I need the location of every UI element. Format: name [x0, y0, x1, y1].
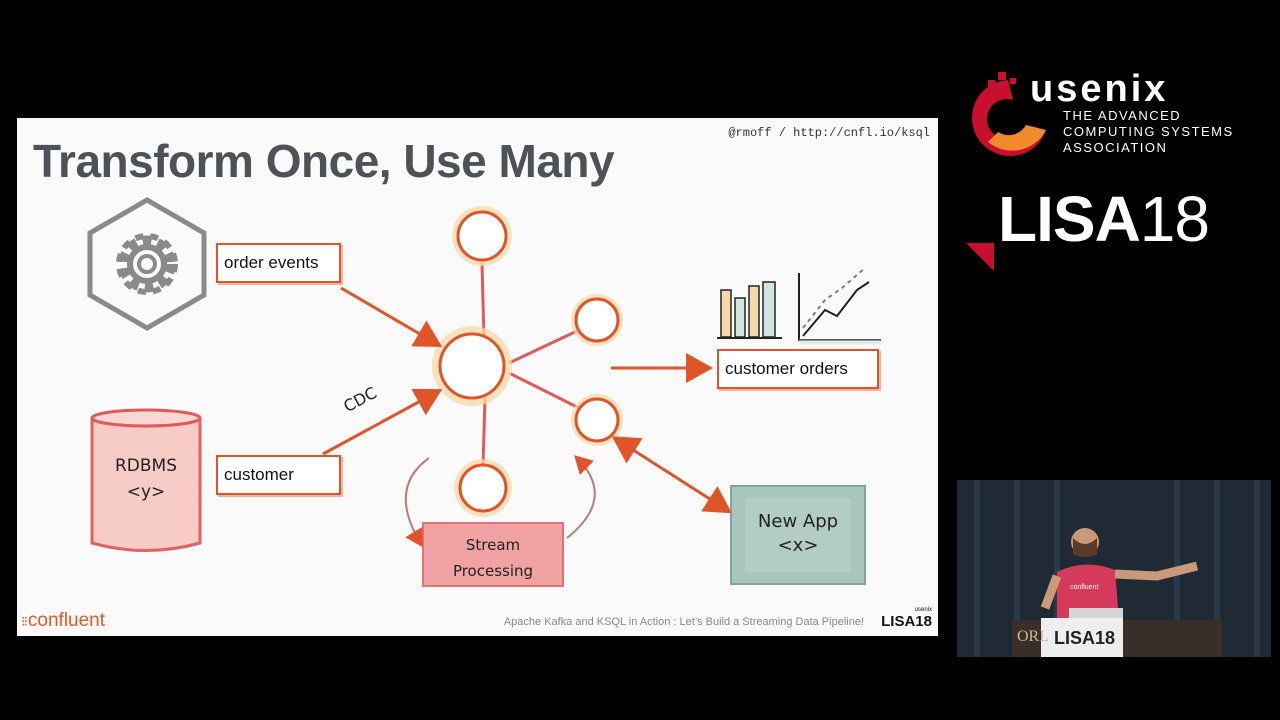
- speaker-shirt-text: confluent: [1070, 584, 1099, 591]
- footer-lisa-logo: usenix LISA18: [881, 607, 932, 630]
- new-app-sub: <x>: [777, 535, 819, 556]
- speaker-video: confluent ORL LISA18: [957, 480, 1271, 657]
- diagram-canvas: [87, 197, 881, 587]
- new-app-label: New App <x>: [731, 510, 865, 558]
- podium-background-text: ORL: [1017, 628, 1049, 645]
- confluent-mark-icon: ⁝⁝: [21, 612, 28, 629]
- rdbms-title: RDBMS: [114, 456, 178, 476]
- usenix-tag-line1: THE ADVANCED: [1063, 108, 1182, 123]
- footer-lisa-small: usenix: [914, 607, 932, 613]
- usenix-wordmark: usenix: [1030, 68, 1169, 110]
- usenix-tag-line3: ASSOCIATION: [1063, 140, 1168, 155]
- dashboard-chart-icon: [717, 267, 881, 345]
- usenix-tag-line2: COMPUTING SYSTEMS: [1063, 124, 1234, 139]
- rdbms-sub: <y>: [126, 481, 166, 502]
- app-gear-icon: [87, 197, 207, 331]
- flow-arrows: [322, 286, 733, 514]
- stream-processing-line2: Processing: [452, 562, 534, 580]
- lisa-bold-text: LISA: [998, 183, 1141, 255]
- stream-processing-label: Stream Processing: [423, 532, 563, 584]
- lisa-corner-icon: [966, 243, 994, 271]
- customer-orders-label: customer orders: [717, 349, 879, 389]
- rdbms-cylinder-icon: [90, 408, 202, 552]
- usenix-tagline: THE ADVANCED COMPUTING SYSTEMS ASSOCIATI…: [1063, 108, 1234, 156]
- lisa18-logo: LISA18: [998, 182, 1210, 256]
- customer-label: customer: [216, 455, 341, 495]
- confluent-logo: ⁝⁝ confluent: [21, 610, 105, 632]
- podium-lisa-text: LISA18: [1054, 628, 1116, 648]
- slide: Transform Once, Use Many @rmoff / http:/…: [17, 118, 938, 636]
- order-events-label: order events: [216, 243, 341, 283]
- slide-title: Transform Once, Use Many: [33, 135, 615, 187]
- speaker-scene: [957, 480, 1271, 657]
- footer-caption: Apache Kafka and KSQL in Action : Let’s …: [503, 616, 864, 628]
- stream-processing-line1: Stream: [465, 536, 521, 554]
- usenix-logo: usenix THE ADVANCED COMPUTING SYSTEMS AS…: [968, 68, 1268, 160]
- lisa-number-text: 18: [1139, 183, 1210, 255]
- stream-processing-box: [422, 522, 564, 587]
- processing-loop-arrows: [404, 455, 596, 548]
- new-app-title: New App: [757, 511, 839, 532]
- confluent-logo-text: confluent: [27, 610, 106, 631]
- topic-circles: [432, 206, 623, 517]
- usenix-emblem-icon: [971, 72, 1046, 156]
- footer-lisa-text: LISA18: [881, 613, 932, 630]
- slide-handle: @rmoff / http://cnfl.io/ksql: [728, 126, 930, 140]
- hub-spokes: [480, 262, 584, 467]
- rdbms-label: RDBMS <y>: [101, 454, 191, 505]
